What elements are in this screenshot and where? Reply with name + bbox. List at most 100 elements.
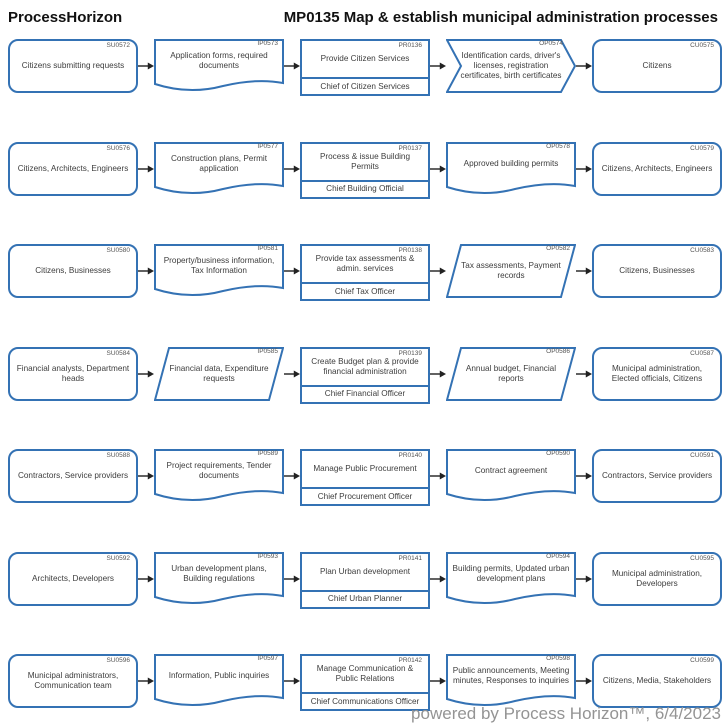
- shape-code: PR0138: [398, 247, 423, 254]
- page-header: ProcessHorizon MP0135 Map & establish mu…: [0, 0, 726, 26]
- shape-code: PR0136: [398, 42, 423, 49]
- flow-arrow-icon: [430, 654, 446, 708]
- document-outline-icon: [446, 551, 576, 604]
- process-name: Process & issue Building Permits: [319, 151, 411, 171]
- flow-arrow-icon: [576, 39, 592, 93]
- customer-box[interactable]: CU0583 Citizens, Businesses: [592, 244, 722, 298]
- output-parallelogram[interactable]: OP0582 Tax assessments, Payment records: [446, 244, 576, 298]
- output-document[interactable]: OP0590 Contract agreement: [446, 449, 576, 507]
- shape-code: IP0593: [257, 552, 278, 560]
- process-owner-label: Chief Urban Planner: [327, 594, 403, 604]
- shape-code: IP0577: [257, 142, 278, 150]
- input-label: Construction plans, Permit application: [170, 153, 267, 173]
- flow-arrow-icon: [138, 654, 154, 708]
- process-box[interactable]: PR0136 Provide Citizen Services Chief of…: [300, 39, 430, 96]
- input-document[interactable]: IP0593 Urban development plans, Building…: [154, 551, 284, 610]
- process-name: Manage Public Procurement: [313, 464, 417, 474]
- supplier-box[interactable]: SU0576 Citizens, Architects, Engineers: [8, 141, 138, 196]
- parallelogram-outline-icon: [154, 346, 284, 401]
- supplier-box[interactable]: SU0580 Citizens, Businesses: [8, 244, 138, 298]
- shape-code: OP0586: [546, 347, 570, 355]
- output-label: Annual budget, Financial reports: [465, 363, 557, 383]
- document-outline-icon: [154, 141, 284, 194]
- flow-arrow-icon: [430, 142, 446, 196]
- shape-code: SU0592: [106, 554, 131, 562]
- output-document[interactable]: OP0594 Building permits, Updated urban d…: [446, 551, 576, 610]
- output-label: Identification cards, driver's licenses,…: [460, 51, 562, 80]
- process-box[interactable]: PR0140 Manage Public Procurement Chief P…: [300, 449, 430, 506]
- process-box[interactable]: PR0139 Create Budget plan & provide fina…: [300, 346, 430, 404]
- shape-code: OP0582: [546, 245, 570, 252]
- process-row-3: SU0580 Citizens, Businesses IP0581 Prope…: [8, 244, 722, 302]
- document-outline-icon: [154, 244, 284, 297]
- document-outline-icon: [154, 39, 284, 92]
- watermark-text: powered by Process Horizon™, 6/4/2023: [411, 704, 721, 723]
- input-document[interactable]: IP0573 Application forms, required docum…: [154, 39, 284, 97]
- process-owner-label: Chief Procurement Officer: [317, 491, 413, 501]
- input-document[interactable]: IP0597 Information, Public inquiries: [154, 654, 284, 712]
- sipoc-diagram: SU0572 Citizens submitting requests IP05…: [0, 39, 726, 712]
- input-document[interactable]: IP0577 Construction plans, Permit applic…: [154, 141, 284, 200]
- customer-box[interactable]: CU0587 Municipal administration, Elected…: [592, 346, 722, 401]
- flow-arrow-icon: [576, 142, 592, 196]
- supplier-box[interactable]: SU0592 Architects, Developers: [8, 551, 138, 606]
- process-box[interactable]: PR0137 Process & issue Building Permits …: [300, 141, 430, 199]
- output-document[interactable]: OP0598 Public announcements, Meeting min…: [446, 654, 576, 712]
- supplier-box[interactable]: SU0588 Contractors, Service providers: [8, 449, 138, 503]
- output-document[interactable]: OP0578 Approved building permits: [446, 141, 576, 200]
- shape-code: CU0575: [690, 42, 714, 49]
- output-label: Approved building permits: [463, 158, 559, 168]
- customer-label: Citizens: [642, 61, 672, 71]
- document-outline-icon: [154, 551, 284, 604]
- process-box[interactable]: PR0142 Manage Communication & Public Rel…: [300, 654, 430, 711]
- flow-arrow-icon: [576, 654, 592, 708]
- supplier-box[interactable]: SU0596 Municipal administrators, Communi…: [8, 654, 138, 708]
- document-outline-icon: [154, 654, 284, 707]
- supplier-label: Municipal administrators, Communication …: [27, 671, 119, 690]
- supplier-label: Citizens submitting requests: [21, 61, 125, 71]
- process-owner-label: Chief of Citizen Services: [320, 81, 410, 91]
- page-title: MP0135 Map & establish municipal adminis…: [283, 9, 718, 26]
- flow-arrow-icon: [138, 552, 154, 606]
- shape-code: SU0572: [106, 42, 131, 49]
- input-label: Application forms, required documents: [170, 51, 268, 70]
- customer-box[interactable]: CU0579 Citizens, Architects, Engineers: [592, 141, 722, 196]
- process-main: PR0141 Plan Urban development: [300, 551, 430, 592]
- process-owner: Chief Financial Officer: [300, 384, 430, 404]
- process-box[interactable]: PR0138 Provide tax assessments & admin. …: [300, 244, 430, 301]
- flow-arrow-icon: [284, 39, 300, 93]
- input-document[interactable]: IP0589 Project requirements, Tender docu…: [154, 449, 284, 507]
- shape-code: OP0598: [546, 655, 570, 662]
- customer-box[interactable]: CU0575 Citizens: [592, 39, 722, 93]
- supplier-label: Citizens, Architects, Engineers: [17, 163, 129, 173]
- supplier-label: Architects, Developers: [32, 573, 114, 583]
- input-document[interactable]: IP0581 Property/business information, Ta…: [154, 244, 284, 302]
- output-chevron[interactable]: OP0574 Identification cards, driver's li…: [446, 39, 576, 93]
- shape-code: SU0584: [106, 349, 131, 357]
- output-label: Contract agreement: [474, 466, 548, 476]
- shape-code: CU0591: [690, 452, 714, 459]
- process-owner-label: Chief Tax Officer: [334, 286, 396, 296]
- supplier-box[interactable]: SU0572 Citizens submitting requests: [8, 39, 138, 93]
- brand-logo-text: ProcessHorizon: [8, 9, 123, 26]
- customer-box[interactable]: CU0591 Contractors, Service providers: [592, 449, 722, 503]
- customer-box[interactable]: CU0595 Municipal administration, Develop…: [592, 551, 722, 606]
- shape-code: CU0583: [690, 247, 714, 254]
- customer-label: Municipal administration, Elected offici…: [611, 363, 703, 383]
- output-parallelogram[interactable]: OP0586 Annual budget, Financial reports: [446, 346, 576, 401]
- flow-arrow-icon: [138, 244, 154, 298]
- flow-arrow-icon: [284, 142, 300, 196]
- shape-code: IP0581: [257, 245, 278, 252]
- input-parallelogram[interactable]: IP0585 Financial data, Expenditure reque…: [154, 346, 284, 401]
- process-box[interactable]: PR0141 Plan Urban development Chief Urba…: [300, 551, 430, 609]
- flow-arrow-icon: [430, 552, 446, 606]
- supplier-box[interactable]: SU0584 Financial analysts, Department he…: [8, 346, 138, 401]
- customer-box[interactable]: CU0599 Citizens, Media, Stakeholders: [592, 654, 722, 708]
- input-label: Project requirements, Tender documents: [166, 461, 272, 480]
- output-label: Building permits, Updated urban developm…: [452, 563, 570, 583]
- document-outline-icon: [446, 654, 576, 707]
- shape-code: CU0587: [690, 349, 714, 357]
- flow-arrow-icon: [430, 244, 446, 298]
- supplier-label: Financial analysts, Department heads: [16, 363, 130, 383]
- process-row-2: SU0576 Citizens, Architects, Engineers I…: [8, 141, 722, 200]
